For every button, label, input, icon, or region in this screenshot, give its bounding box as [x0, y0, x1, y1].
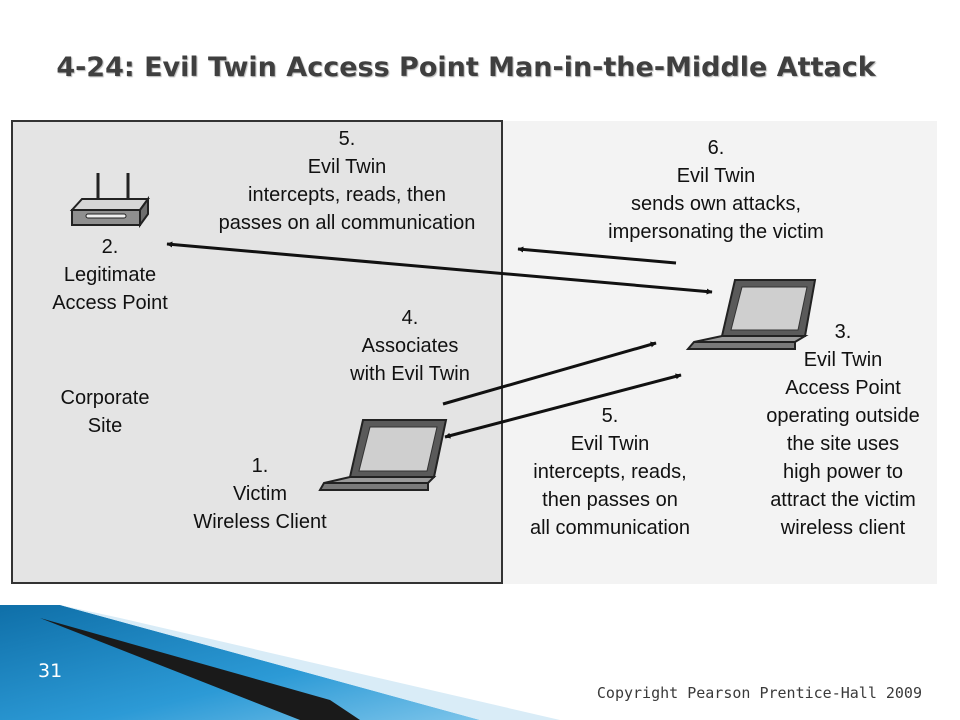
victim-laptop-icon: [318, 419, 448, 491]
copyright-notice: Copyright Pearson Prentice-Hall 2009: [596, 684, 922, 702]
arrow-step5-victim-evil-twin: [444, 373, 682, 439]
evil-twin-laptop-icon: [685, 279, 817, 350]
step4-label: 4. Associates with Evil Twin: [350, 307, 470, 385]
step5-bottom-label: 5. Evil Twin intercepts, reads, then pas…: [529, 405, 691, 539]
arrow-step6-attack: [517, 246, 677, 265]
corporate-site-label: Corporate Site: [60, 387, 150, 437]
victim-label: 1. Victim Wireless Client: [193, 455, 327, 533]
step6-label: 6. Evil Twin sends own attacks, imperson…: [608, 137, 824, 243]
outside-area: [502, 121, 937, 584]
page-number: 31: [38, 660, 63, 682]
slide-title: 4-24: Evil Twin Access Point Man-in-the-…: [56, 52, 876, 83]
footer-decoration: [0, 605, 560, 720]
evil-twin-label: 3. Evil Twin Access Point operating outs…: [766, 321, 920, 539]
step5-top-label: 5. Evil Twin intercepts, reads, then pas…: [218, 128, 476, 234]
arrow-evil-twin-to-access-point: [166, 241, 713, 295]
legitimate-access-point-label: 2. Legitimate Access Point: [52, 236, 168, 314]
wireless-router-icon: [69, 173, 150, 229]
